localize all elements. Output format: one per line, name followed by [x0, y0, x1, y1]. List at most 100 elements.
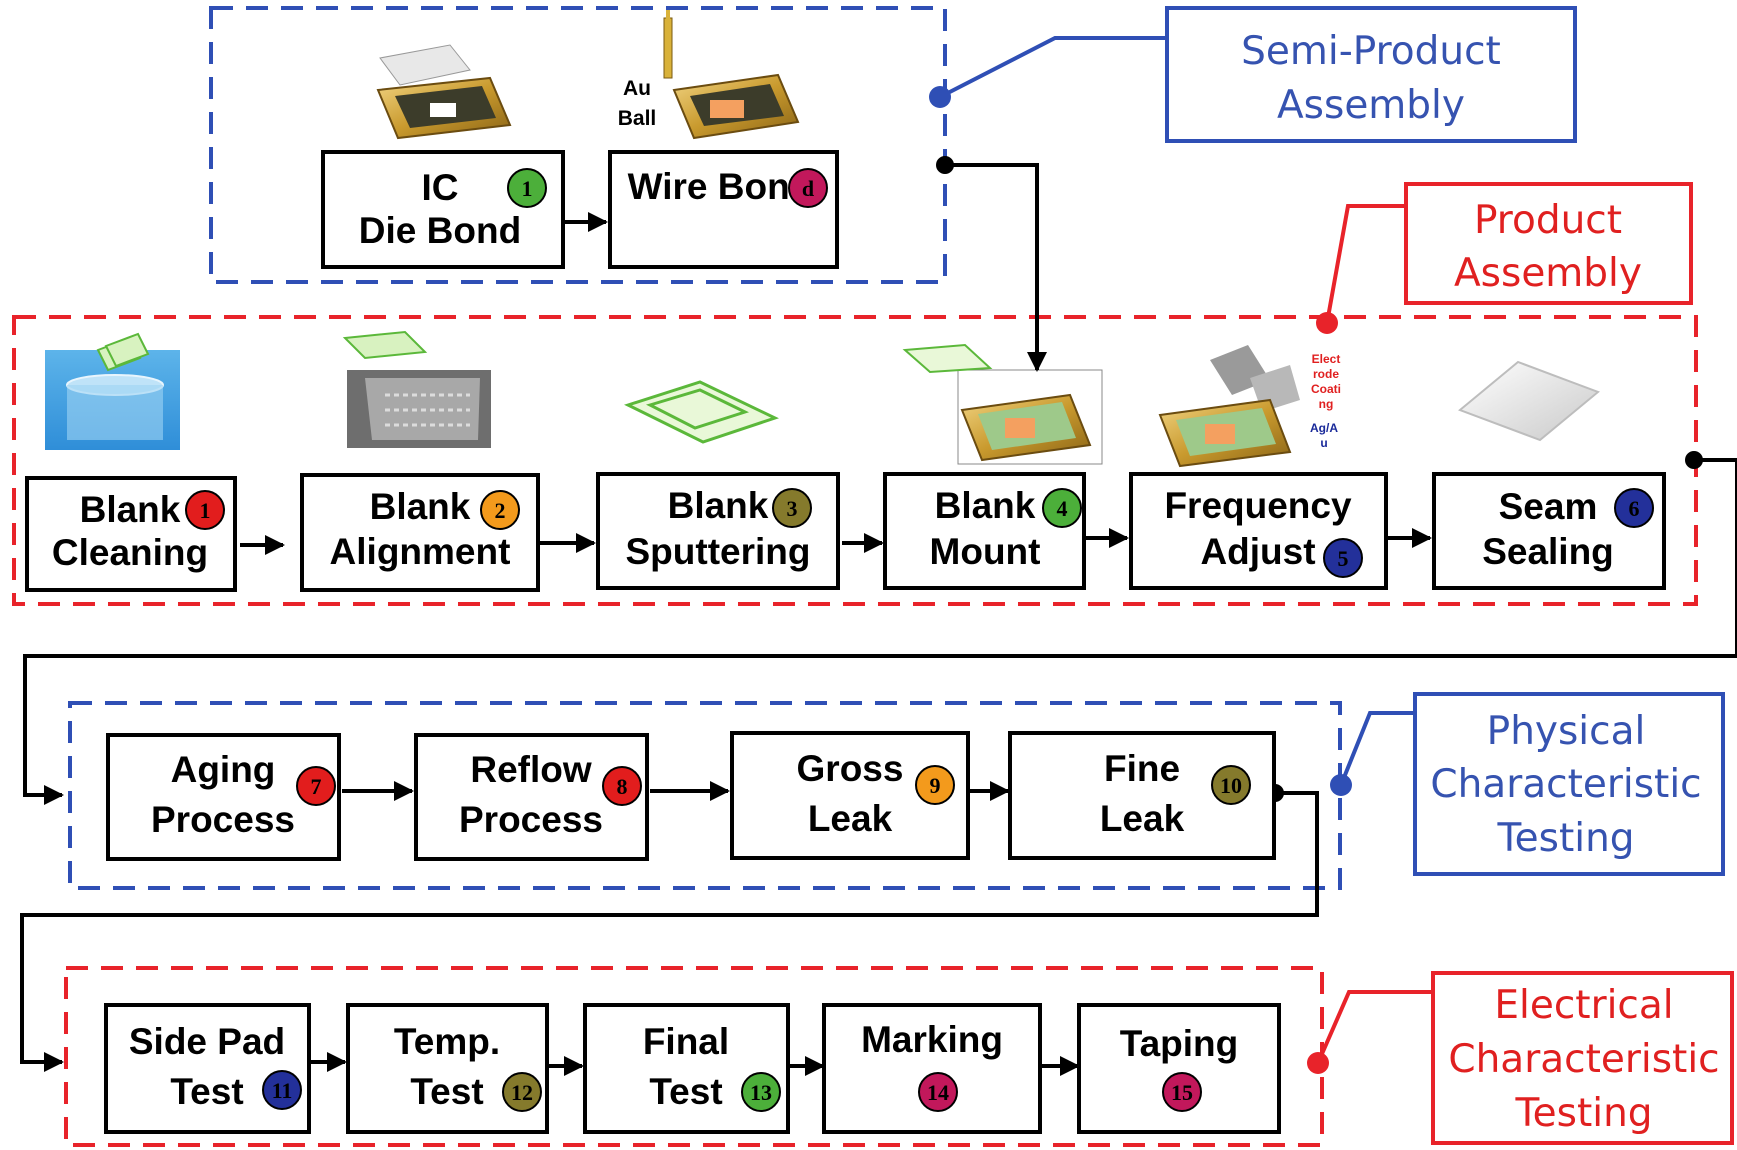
step-number-text: 9	[930, 773, 941, 798]
step-label-line: Process	[459, 799, 603, 840]
cleaning-tank-illustration	[45, 332, 180, 450]
step-number-badge	[1162, 1072, 1202, 1112]
step-box	[346, 1003, 549, 1134]
step-number-badge	[918, 1072, 958, 1112]
step-number-text: 6	[1629, 496, 1640, 521]
au-ball-label-line-2: Ball	[618, 107, 657, 130]
step-label-line: Process	[151, 799, 295, 840]
step-number-badge	[1614, 488, 1654, 528]
au-ball-label-line-1: Au	[623, 77, 651, 100]
step-label-line: Gross	[797, 748, 904, 789]
step-number-badge	[1042, 488, 1082, 528]
step-number-badge	[602, 766, 642, 806]
step-label-line: Die Bond	[359, 210, 521, 251]
mount-illustration	[902, 343, 1103, 465]
step-number-badge	[1211, 765, 1251, 805]
step-number-text: 15	[1171, 1080, 1193, 1105]
step-label-line: Mount	[930, 531, 1041, 572]
electrode-coating-line-1: Elect	[1312, 352, 1341, 366]
step-label-line: Blank	[80, 489, 181, 530]
step-number-text: 10	[1220, 773, 1242, 798]
physical-group-region	[68, 701, 1342, 890]
step-label-line: Aging	[171, 749, 276, 790]
ag-au-line-2: u	[1320, 436, 1327, 450]
step-label-line: IC	[422, 167, 459, 208]
step-label-line: Test	[649, 1071, 722, 1112]
step-number-badge	[915, 765, 955, 805]
electrical-callout: Electrical Characteristic Testing	[1307, 971, 1734, 1145]
step-label-line: Blank	[370, 486, 471, 527]
step-label-line: Blank	[668, 485, 769, 526]
wire-bond-illustration: Au Ball	[618, 10, 800, 140]
step-number-text: 8	[617, 774, 628, 799]
step-number-badge	[480, 490, 520, 530]
step-number-text: 14	[927, 1080, 949, 1105]
step-number-text: 1	[200, 498, 211, 523]
physical-label-line-1: Physical	[1487, 709, 1646, 754]
step-number-text: 5	[1338, 546, 1349, 571]
step-number-text: 11	[272, 1078, 293, 1103]
electrical-label-line-2: Characteristic	[1448, 1037, 1719, 1082]
step-box	[583, 1003, 790, 1134]
product-label-line-1: Product	[1474, 198, 1622, 243]
step-number-badge	[1323, 538, 1363, 578]
step-label-line: Sealing	[1482, 531, 1614, 572]
physical-label-line-3: Testing	[1496, 816, 1634, 861]
step-label-line: Fine	[1104, 748, 1180, 789]
ag-au-line-1: Ag/A	[1310, 421, 1338, 435]
electrical-label-line-1: Electrical	[1494, 983, 1673, 1028]
alignment-plate-illustration	[342, 330, 491, 448]
step-label-line: Leak	[808, 798, 893, 839]
product-label-line-2: Assembly	[1454, 251, 1642, 296]
product-callout: Product Assembly	[1316, 182, 1693, 334]
step-label-line: Side Pad	[129, 1021, 285, 1062]
physical-label-line-2: Characteristic	[1430, 762, 1701, 807]
seal-lid-illustration	[1458, 360, 1600, 442]
step-number-text: 1	[522, 176, 533, 201]
connector-physical-to-electrical	[20, 791, 1319, 1072]
semi-product-group-region	[209, 6, 947, 284]
semi-product-callout: Semi-Product Assembly	[929, 6, 1577, 143]
step-number-badge	[741, 1072, 781, 1112]
step-number-text: 3	[787, 496, 798, 521]
step-label-line: Reflow	[470, 749, 592, 790]
step-label-line: Wire Bond	[628, 166, 813, 207]
step-number-badge	[262, 1070, 302, 1110]
semi-product-label-line-1: Semi-Product	[1241, 29, 1501, 74]
step-number-text: 4	[1057, 496, 1068, 521]
step-number-text: 12	[511, 1080, 533, 1105]
step-label-line: Alignment	[330, 531, 511, 572]
frequency-adjust-illustration: Elect rode Coati ng Ag/A u	[1158, 345, 1341, 468]
step-taping: Taping 15	[1077, 1003, 1281, 1134]
electrode-coating-line-3: Coati	[1311, 382, 1341, 396]
step-label-line: Leak	[1100, 798, 1185, 839]
step-label-line: Seam	[1499, 486, 1598, 527]
semi-product-label-line-2: Assembly	[1277, 83, 1465, 128]
electrical-label-line-3: Testing	[1514, 1091, 1652, 1136]
step-number-badge	[502, 1072, 542, 1112]
physical-callout: Physical Characteristic Testing	[1330, 692, 1725, 876]
ic-package-illustration	[376, 44, 512, 140]
step-label-line: Taping	[1120, 1023, 1239, 1064]
step-number-badge	[772, 488, 812, 528]
step-number-badge	[185, 490, 225, 530]
step-number-badge	[788, 168, 828, 208]
electrode-coating-line-4: ng	[1319, 397, 1334, 411]
step-number-text: 7	[311, 774, 322, 799]
step-label-line: Final	[643, 1021, 729, 1062]
sputtering-blank-illustration	[624, 380, 779, 444]
